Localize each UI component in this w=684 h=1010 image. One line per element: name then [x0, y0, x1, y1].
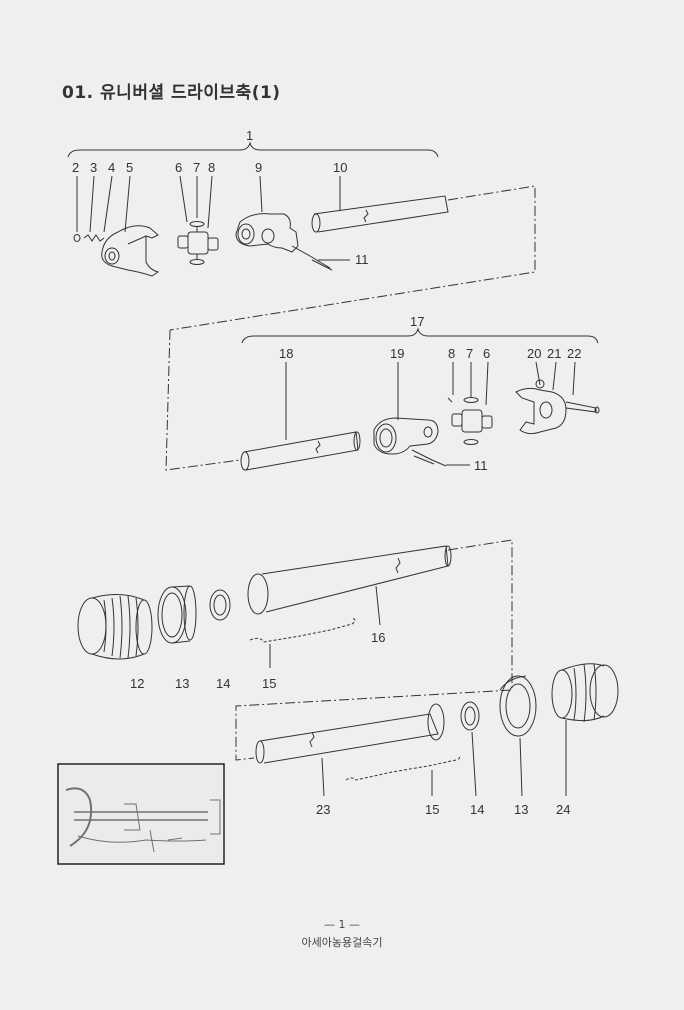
part-3-spring: [83, 234, 105, 242]
part-12-guard-cone: [77, 594, 153, 660]
label-14-right: 14: [470, 802, 484, 817]
label-7: 7: [193, 160, 200, 175]
label-21: 21: [547, 346, 561, 361]
label-22: 22: [567, 346, 581, 361]
part-13-bearing-ring-left: [157, 585, 197, 644]
part-18-inner-tube: [240, 431, 361, 471]
page-title: 01. 유니버셜 드라이브축(1): [62, 83, 281, 103]
part-2-ring: [73, 234, 81, 242]
part-15-chain-upper: [249, 617, 356, 643]
assembly-inset: [57, 763, 225, 865]
label-4: 4: [108, 160, 115, 175]
label-18: 18: [279, 346, 293, 361]
part-23-inner-guard-tube: [255, 703, 445, 797]
part-14-retaining-ring-left: [209, 589, 231, 621]
part-15-chain-lower: [345, 755, 461, 781]
part-6-cross-joint: [177, 221, 219, 265]
label-15-lower: 15: [425, 802, 439, 817]
label-14-left: 14: [216, 676, 230, 691]
label-10: 10: [333, 160, 347, 175]
label-13-right: 13: [514, 802, 528, 817]
label-6: 6: [175, 160, 182, 175]
part-11-pin-upper: [291, 245, 333, 271]
label-20: 20: [527, 346, 541, 361]
group-17-bracket: [241, 327, 599, 344]
part-22-bolt: [565, 401, 600, 414]
label-12: 12: [130, 676, 144, 691]
label-13-left: 13: [175, 676, 189, 691]
part-16-outer-guard-tube: [247, 545, 452, 626]
part-24-guard-cone-right: [551, 663, 619, 796]
label-3: 3: [90, 160, 97, 175]
label-2: 2: [72, 160, 79, 175]
part-9-inner-yoke: [235, 213, 299, 253]
footer-brand: 아세아농용걸속기: [301, 936, 383, 949]
part-13-bearing-ring-right: [499, 675, 537, 797]
label-8: 8: [208, 160, 215, 175]
label-11-lower: 11: [474, 458, 488, 473]
inset-background: [60, 766, 222, 862]
part-19-outer-yoke: [373, 417, 439, 455]
label-23: 23: [316, 802, 330, 817]
label-7-lower: 7: [466, 346, 473, 361]
part-6-cross-joint-lower: [447, 397, 493, 445]
part-11-pin-lower: [411, 449, 447, 467]
part-21-yoke: [515, 379, 567, 435]
part-14-retaining-ring-right: [460, 701, 480, 797]
part-10-outer-tube: [311, 195, 449, 233]
label-19: 19: [390, 346, 404, 361]
label-17: 17: [410, 314, 424, 329]
group-1-bracket: [67, 141, 439, 158]
part-5-yoke: [101, 225, 160, 277]
label-24: 24: [556, 802, 570, 817]
label-1: 1: [246, 128, 253, 143]
label-9: 9: [255, 160, 262, 175]
label-6-lower: 6: [483, 346, 490, 361]
page-number: — 1 —: [324, 918, 360, 931]
label-11-upper: 11: [355, 252, 369, 267]
label-16: 16: [371, 630, 385, 645]
label-5: 5: [126, 160, 133, 175]
label-15-upper: 15: [262, 676, 276, 691]
label-8-lower: 8: [448, 346, 455, 361]
